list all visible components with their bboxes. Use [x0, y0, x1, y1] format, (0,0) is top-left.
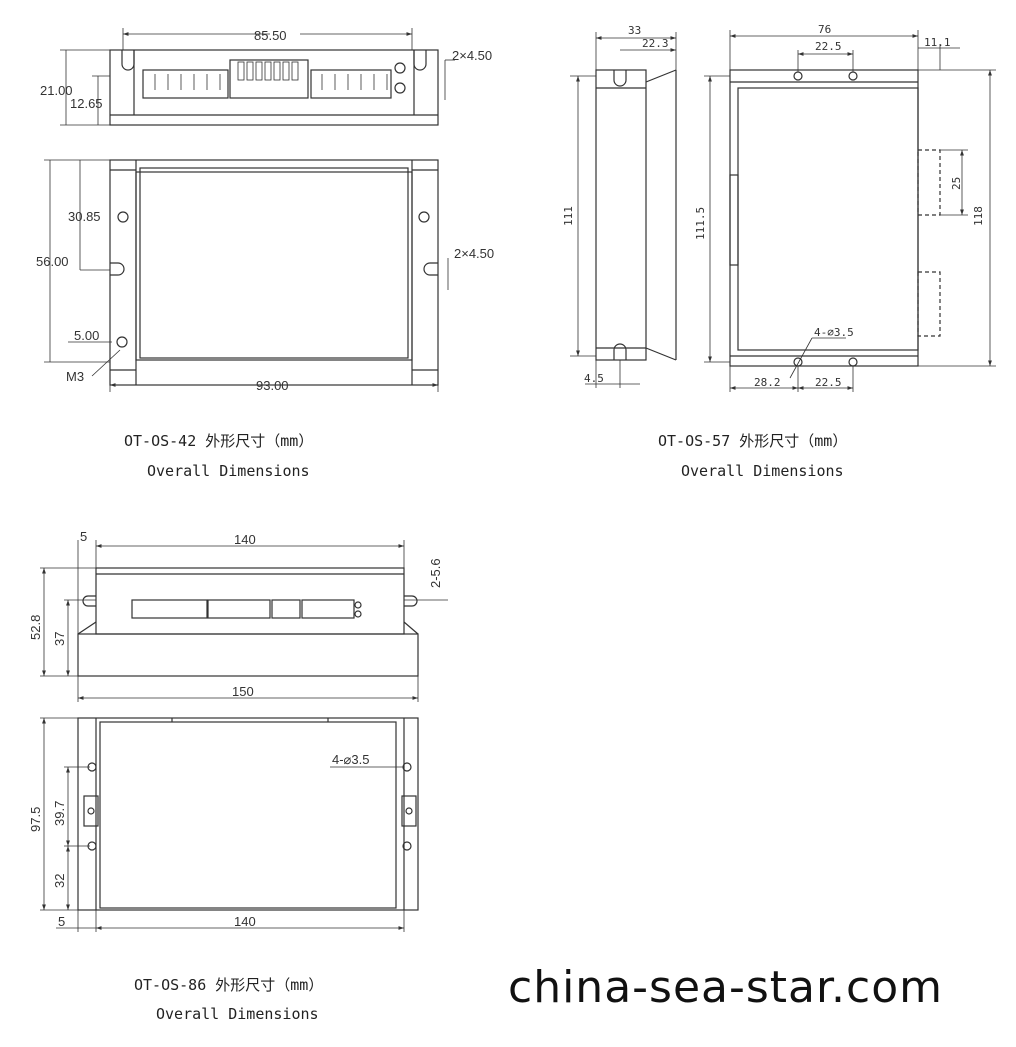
- os86-slot-left: [82, 595, 96, 607]
- os57-side-slot-top: [613, 70, 627, 87]
- os86-hole-offset: 32: [52, 874, 67, 888]
- os86-slot-right: [404, 595, 418, 607]
- os42-drawing: [44, 28, 455, 392]
- os57-connector-bottom: [917, 271, 941, 337]
- os57-labels: 33 22.3 111 4.5 76 22.5 11.1 111.5 25 11…: [562, 23, 985, 389]
- os42-slot-right: [413, 50, 427, 71]
- os42-height-total: 21.00: [40, 83, 73, 98]
- os57-hole-bottom-left: [793, 357, 803, 367]
- os86-hole-right-bottom: [402, 841, 412, 851]
- os42-slot-left: [121, 50, 135, 71]
- site-watermark: china-sea-star.com: [508, 962, 944, 1013]
- os86-caption-model: OT-OS-86 外形尺寸（mm）: [134, 976, 324, 994]
- os57-holes: 4-⌀3.5: [814, 326, 854, 339]
- os42-connector-right: [310, 69, 392, 99]
- os57-front-height: 118: [972, 206, 985, 226]
- os86-slots: 2-5.6: [428, 558, 443, 588]
- os42-caption-label: Overall Dimensions: [147, 462, 310, 480]
- os86-hole-spacing: 39.7: [52, 801, 67, 826]
- os42-dip-switch: [229, 59, 309, 99]
- os42-height-inner: 12.65: [70, 96, 103, 111]
- os57-side-depth: 33: [628, 24, 641, 37]
- os42-hole-left-bottom: [116, 336, 128, 348]
- os86-height-body: 37: [52, 632, 67, 646]
- os57-hole-spacing-top: 22.5: [815, 40, 842, 53]
- os42-front-width: 93.00: [256, 378, 289, 393]
- os57-caption-label: Overall Dimensions: [681, 462, 844, 480]
- os42-hole-spacing: 30.85: [68, 209, 101, 224]
- os86-drawing: [40, 540, 448, 932]
- os57-hole-top-right: [848, 71, 858, 81]
- os86-flange-offset: 5: [80, 529, 87, 544]
- os86-top-body: [95, 567, 405, 635]
- os86-side-slot-left: [83, 795, 99, 827]
- os42-side-slot-left: [110, 262, 125, 276]
- os57-side-body: [595, 69, 647, 361]
- os86-labels: 5 140 2-5.6 52.8 37 150 4-⌀3.5 97.5 39.7…: [28, 529, 443, 929]
- os57-front-inner-height: 111.5: [694, 207, 707, 240]
- os42-side-slot-right: [423, 262, 438, 276]
- os42-labels: 85.50 2×4.50 21.00 12.65 30.85 56.00 2×4…: [36, 28, 494, 393]
- os57-front-width: 76: [818, 23, 831, 36]
- os42-top-width: 85.50: [254, 28, 287, 43]
- os57-side-inner: 22.3: [642, 37, 669, 50]
- os57-caption-model: OT-OS-57 外形尺寸（mm）: [658, 432, 848, 450]
- os57-hole-spacing-bottom: 22.5: [815, 376, 842, 389]
- os86-bottom-width: 140: [234, 914, 256, 929]
- os57-connector-top: [917, 149, 941, 216]
- os86-connector-2: [271, 599, 301, 619]
- os86-dip-switch: [207, 599, 271, 619]
- os86-connector-1: [131, 599, 208, 619]
- os42-slot-side: 2×4.50: [454, 246, 494, 261]
- os42-front-height: 56.00: [36, 254, 69, 269]
- os42-screw: M3: [66, 369, 84, 384]
- os42-top-body: [109, 49, 439, 126]
- os42-caption-model: OT-OS-42 外形尺寸（mm）: [124, 432, 314, 450]
- os57-hole-bottom-right: [848, 357, 858, 367]
- os86-base: [77, 633, 419, 677]
- os57-drawing: [570, 30, 996, 392]
- os86-holes: 4-⌀3.5: [332, 752, 369, 767]
- os57-front-body: [729, 69, 919, 367]
- os42-hole-offset: 5.00: [74, 328, 99, 343]
- os42-hole-left-top: [117, 211, 129, 223]
- os57-side-slot-bottom: [613, 343, 627, 360]
- os86-top-width: 140: [234, 532, 256, 547]
- os42-front-body: [109, 159, 439, 386]
- os86-bottom-offset: 5: [58, 914, 65, 929]
- os42-slot-top: 2×4.50: [452, 48, 492, 63]
- os86-side-slot-right: [401, 795, 417, 827]
- os86-connector-3: [301, 599, 355, 619]
- os86-caption-label: Overall Dimensions: [156, 1005, 319, 1023]
- os57-right-offset: 11.1: [924, 36, 951, 49]
- os42-hole-right-top: [418, 211, 430, 223]
- os86-base-width: 150: [232, 684, 254, 699]
- os57-side-offset: 4.5: [584, 372, 604, 385]
- os86-front-height: 97.5: [28, 807, 43, 832]
- os86-front-body: [77, 717, 419, 911]
- os42-connector-left: [142, 69, 229, 99]
- os57-hole-top-left: [793, 71, 803, 81]
- os57-connector-height: 25: [950, 177, 963, 190]
- os57-side-height: 111: [562, 206, 575, 226]
- os86-height-total: 52.8: [28, 615, 43, 640]
- os57-bottom-offset: 28.2: [754, 376, 781, 389]
